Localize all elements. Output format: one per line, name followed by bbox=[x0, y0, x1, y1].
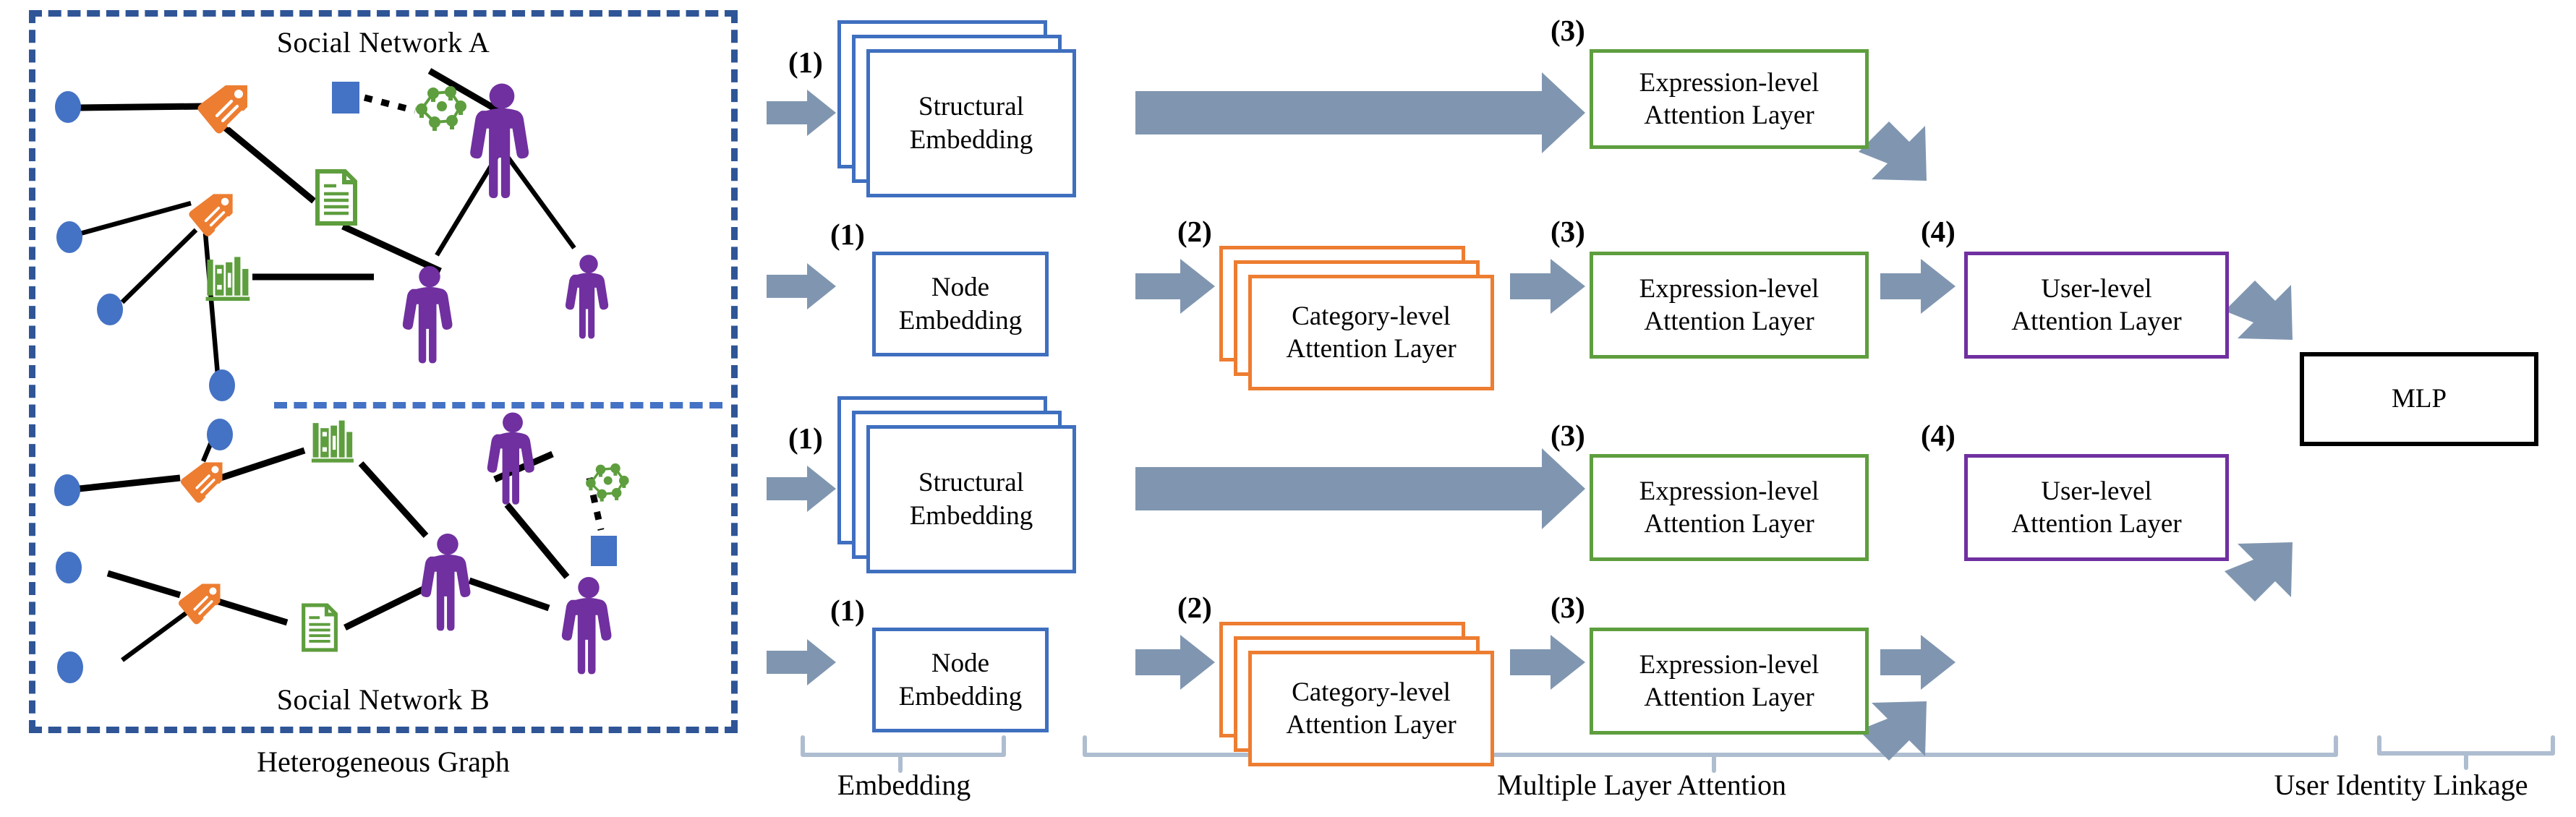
expression-level-attention-box-row2[interactable]: Expression-level Attention Layer bbox=[1590, 252, 1869, 359]
structural-embedding-box-row1[interactable]: Structural Embedding bbox=[866, 49, 1076, 197]
expression-level-line2-row3: Attention Layer bbox=[1644, 509, 1814, 539]
step-label-1-row4: (1) bbox=[830, 594, 865, 627]
expression-level-line2-row1: Attention Layer bbox=[1644, 100, 1814, 130]
expression-level-line1-row3: Expression-level bbox=[1639, 476, 1820, 506]
expression-level-line1-row4: Expression-level bbox=[1639, 649, 1820, 680]
heterogeneous-graph-panel: Social Network A Social Network B bbox=[29, 10, 738, 733]
expression-level-attention-box-row3[interactable]: Expression-level Attention Layer bbox=[1590, 454, 1869, 561]
expression-level-line1-row2: Expression-level bbox=[1639, 273, 1820, 304]
node-embedding-line1-row2: Node bbox=[931, 273, 990, 303]
structural-embedding-line2-row1: Embedding bbox=[909, 124, 1033, 155]
step-label-4-upper: (4) bbox=[1921, 215, 1956, 248]
step-label-1-row3: (1) bbox=[788, 422, 823, 455]
step-label-1-row2: (1) bbox=[830, 218, 865, 251]
heterogeneous-graph-caption: Heterogeneous Graph bbox=[257, 745, 510, 778]
section-label-embedding: Embedding bbox=[837, 769, 971, 801]
network-a-title: Social Network A bbox=[276, 26, 490, 59]
step-label-3-row4: (3) bbox=[1551, 591, 1585, 624]
node-embedding-line1-row4: Node bbox=[931, 649, 990, 679]
node-embedding-line2-row4: Embedding bbox=[898, 681, 1023, 711]
section-braces bbox=[801, 735, 2555, 773]
step-label-2-row2: (2) bbox=[1177, 215, 1212, 248]
step-label-3-row2: (3) bbox=[1551, 215, 1585, 248]
category-level-line2-row2: Attention Layer bbox=[1286, 334, 1457, 364]
user-level-line1-lower: User-level bbox=[2041, 476, 2152, 506]
graph-drawing bbox=[54, 68, 631, 683]
node-embedding-line2-row2: Embedding bbox=[898, 305, 1023, 335]
user-level-attention-box-upper[interactable]: User-level Attention Layer bbox=[1964, 252, 2229, 359]
user-level-line1-upper: User-level bbox=[2041, 273, 2152, 304]
structural-embedding-line1-row3: Structural bbox=[918, 468, 1024, 498]
node-embedding-box-row4[interactable]: Node Embedding bbox=[872, 628, 1049, 732]
expression-level-line1-row1: Expression-level bbox=[1639, 67, 1820, 98]
category-level-line2-row4: Attention Layer bbox=[1286, 710, 1457, 740]
structural-embedding-line1-row1: Structural bbox=[918, 92, 1024, 122]
expression-level-attention-box-row1[interactable]: Expression-level Attention Layer bbox=[1590, 49, 1869, 149]
category-level-attention-box-row2[interactable]: Category-level Attention Layer bbox=[1248, 275, 1494, 390]
pipeline-arrows bbox=[767, 72, 2293, 761]
network-divider bbox=[274, 402, 722, 408]
step-label-3-row1: (3) bbox=[1551, 14, 1585, 47]
step-label-3-row3: (3) bbox=[1551, 419, 1585, 452]
expression-level-line2-row2: Attention Layer bbox=[1644, 307, 1814, 336]
structural-embedding-line2-row3: Embedding bbox=[909, 500, 1033, 531]
mlp-label: MLP bbox=[2391, 384, 2447, 414]
section-label-multiple-layer-attention: Multiple Layer Attention bbox=[1497, 769, 1786, 801]
step-label-1-row1: (1) bbox=[788, 46, 823, 79]
expression-level-attention-box-row4[interactable]: Expression-level Attention Layer bbox=[1590, 628, 1869, 735]
node-embedding-box-row2[interactable]: Node Embedding bbox=[872, 252, 1049, 356]
category-level-line1-row4: Category-level bbox=[1292, 677, 1451, 707]
user-level-line2-upper: Attention Layer bbox=[2011, 307, 2182, 336]
step-label-4-lower: (4) bbox=[1921, 419, 1956, 452]
user-level-attention-box-lower[interactable]: User-level Attention Layer bbox=[1964, 454, 2229, 561]
expression-level-line2-row4: Attention Layer bbox=[1644, 683, 1814, 712]
structural-embedding-box-row3[interactable]: Structural Embedding bbox=[866, 425, 1076, 573]
step-label-2-row4: (2) bbox=[1177, 591, 1212, 624]
category-level-attention-box-row4[interactable]: Category-level Attention Layer bbox=[1248, 651, 1494, 766]
user-level-line2-lower: Attention Layer bbox=[2011, 509, 2182, 539]
category-level-line1-row2: Category-level bbox=[1292, 301, 1451, 331]
section-label-user-identity-linkage: User Identity Linkage bbox=[2274, 769, 2528, 801]
mlp-box[interactable]: MLP bbox=[2300, 352, 2538, 446]
network-b-title: Social Network B bbox=[276, 683, 490, 716]
